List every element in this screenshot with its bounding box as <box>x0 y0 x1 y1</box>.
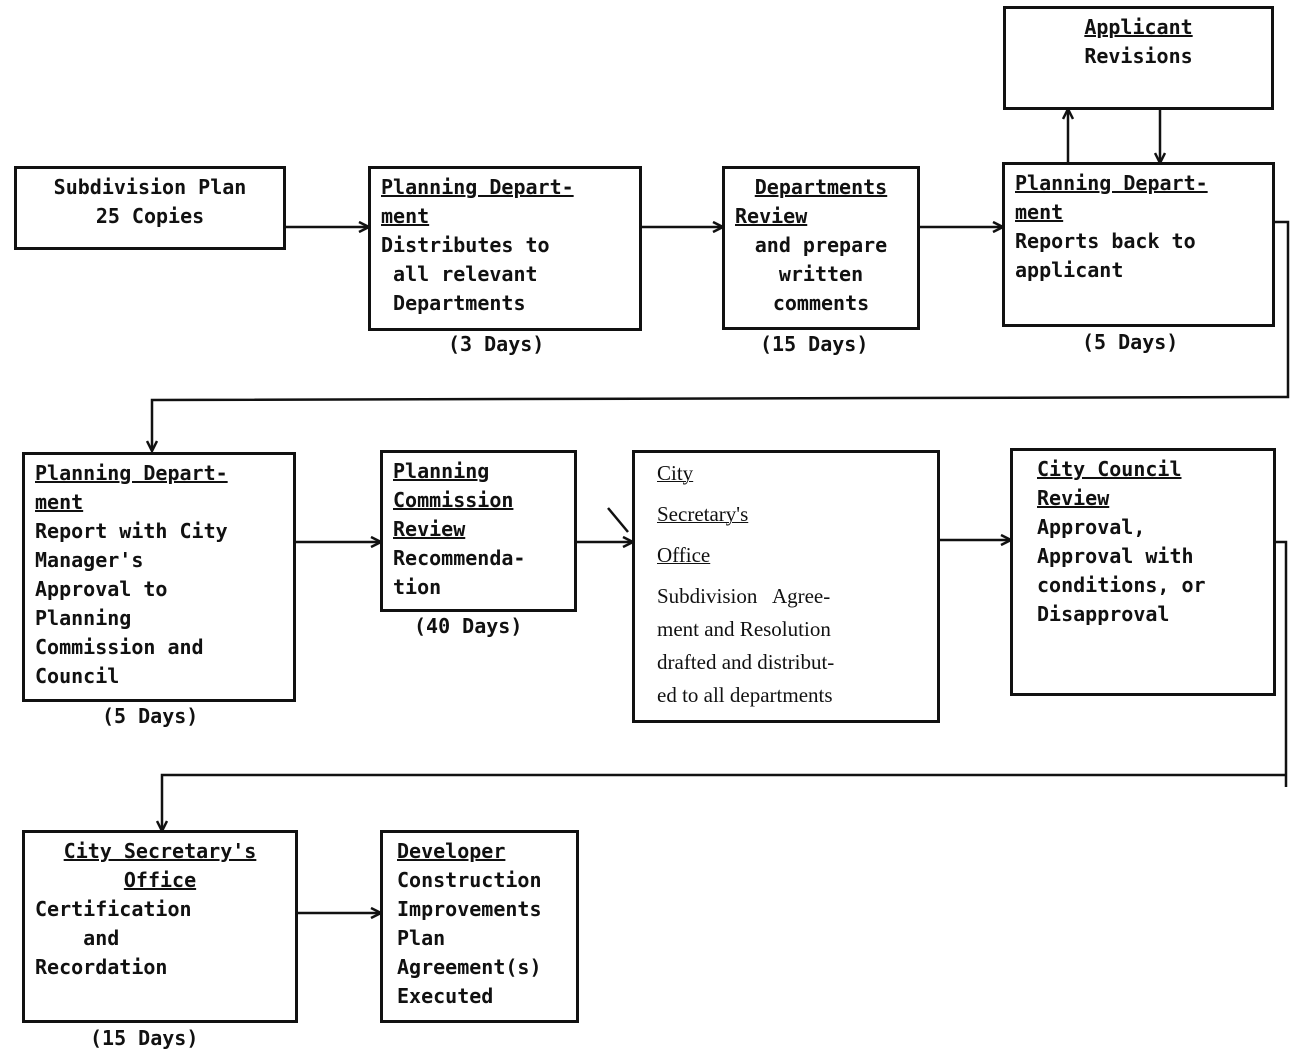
box-line: Revisions <box>1084 44 1193 68</box>
box-line: Distributes to <box>381 233 550 257</box>
subdivision-plan-box: Subdivision Plan 25 Copies <box>14 166 286 250</box>
planning-distributes-box: Planning Depart- ment Distributes to all… <box>368 166 642 331</box>
box-title: Review <box>1037 486 1110 510</box>
box-line: Approval with <box>1037 544 1194 568</box>
duration-label: (15 Days) <box>90 1026 199 1050</box>
box-title: ment <box>381 204 430 228</box>
box-line: Commission and <box>35 635 204 659</box>
duration-label: (3 Days) <box>448 332 545 356</box>
box-line: Agreement(s) <box>397 955 542 979</box>
planning-reports-back-box: Planning Depart- ment Reports back to ap… <box>1002 162 1275 327</box>
box-line: Subdivision Agree- <box>657 584 831 608</box>
developer-agreements-box: Developer Construction Improvements Plan… <box>380 830 579 1023</box>
box-title: City Council <box>1037 457 1182 481</box>
city-secretary-office-box: City Secretary's Office Subdivision Agre… <box>632 450 940 723</box>
box-line: Recordation <box>35 955 168 979</box>
planning-commission-review-box: Planning Commission Review Recommenda- t… <box>380 450 577 612</box>
box-title: City <box>657 461 694 485</box>
box-title: Planning <box>393 459 490 483</box>
box-line: comments <box>772 291 870 315</box>
duration-label: (5 Days) <box>102 704 199 728</box>
box-line: 25 Copies <box>95 204 205 228</box>
box-line: applicant <box>1015 258 1124 282</box>
box-line: Recommenda- <box>393 546 526 570</box>
city-secretary-certification-box: City Secretary's Office Certification an… <box>22 830 298 1023</box>
box-line: Certification <box>35 897 192 921</box>
box-line: Council <box>35 664 120 688</box>
box-line: Subdivision Plan <box>53 175 247 199</box>
box-title: City Secretary's <box>63 839 257 863</box>
box-line: Report with City <box>35 519 228 543</box>
city-council-review-box: City Council Review Approval, Approval w… <box>1010 448 1276 696</box>
box-title: Secretary's <box>657 502 749 526</box>
box-line: conditions, or <box>1037 573 1206 597</box>
duration-label: (15 Days) <box>760 332 869 356</box>
duration-label: (40 Days) <box>414 614 523 638</box>
box-line: ment and Resolution <box>657 617 831 641</box>
box-line: drafted and distribut- <box>657 650 835 674</box>
box-title: Office <box>657 543 711 567</box>
box-line: Construction <box>397 868 542 892</box>
box-line: Departments <box>381 291 526 315</box>
box-line: Executed <box>397 984 494 1008</box>
box-line: tion <box>393 575 442 599</box>
box-line: Planning <box>35 606 132 630</box>
box-title: Office <box>123 868 197 892</box>
box-line: ed to all departments <box>657 683 833 707</box>
box-title: Departments <box>754 175 888 199</box>
box-line: and prepare <box>754 233 888 257</box>
box-title: Review <box>393 517 466 541</box>
box-line: Approval to <box>35 577 168 601</box>
box-line: Manager's <box>35 548 144 572</box>
box-title: Planning Depart- <box>1015 171 1208 195</box>
box-title: Planning Depart- <box>35 461 228 485</box>
box-line: Reports back to <box>1015 229 1196 253</box>
applicant-revisions-box: Applicant Revisions <box>1003 6 1274 110</box>
box-title: Planning Depart- <box>381 175 574 199</box>
tick-mark <box>607 507 629 533</box>
box-title: ment <box>35 490 84 514</box>
box-line: all relevant <box>381 262 538 286</box>
box-line: Improvements <box>397 897 542 921</box>
box-line: written <box>778 262 864 286</box>
planning-city-manager-box: Planning Depart- ment Report with City M… <box>22 452 296 702</box>
box-line: Plan <box>397 926 446 950</box>
box-line: and <box>35 926 120 950</box>
box-title: ment <box>1015 200 1064 224</box>
box-title: Commission <box>393 488 514 512</box>
connector-row2-to-row3-down <box>162 773 1286 830</box>
box-title: Applicant <box>1084 15 1193 39</box>
departments-review-box: Departments Review and prepare written c… <box>722 166 920 330</box>
box-line: Approval, <box>1037 515 1146 539</box>
connector-row1-to-row2 <box>152 220 1290 450</box>
box-title: Developer <box>397 839 506 863</box>
connector-row2-to-row3 <box>1276 540 1288 787</box>
box-line: Disapproval <box>1037 602 1170 626</box>
box-title: Review <box>735 204 808 228</box>
duration-label: (5 Days) <box>1082 330 1179 354</box>
